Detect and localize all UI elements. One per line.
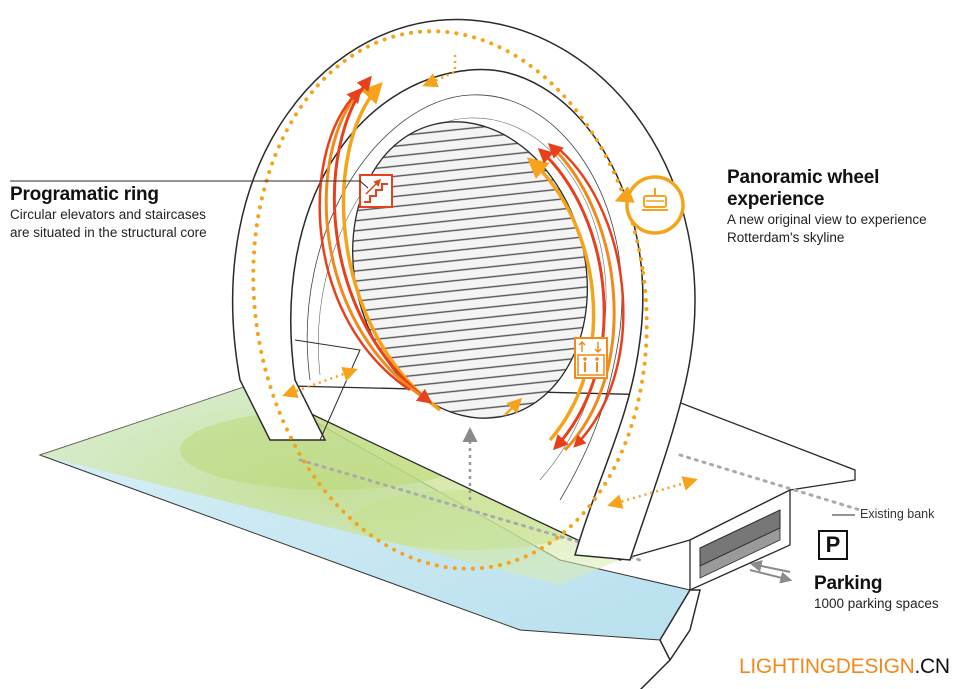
quay-platform <box>249 384 856 689</box>
ascending-arrows-right <box>526 142 625 452</box>
existing-bank-label: Existing bank <box>860 507 935 521</box>
parking-title: Parking <box>814 573 883 594</box>
programatic-ring-desc-1: Circular elevators and staircases <box>10 207 206 222</box>
grey-arrows <box>462 427 793 584</box>
ascending-arrows-left <box>318 75 442 412</box>
watermark: LIGHTINGDESIGN.CN <box>739 655 950 679</box>
watermark-part-1: LIGHTINGDESIGN <box>739 655 915 678</box>
programatic-ring-desc-2: are situated in the structural core <box>10 225 207 240</box>
parking-icon: P <box>818 530 848 560</box>
elevator-icon <box>574 337 608 379</box>
panoramic-wheel-title-2: experience <box>727 189 825 210</box>
parking-label: Parking 1000 parking spaces <box>814 573 939 613</box>
programatic-ring-title: Programatic ring <box>10 184 159 205</box>
programatic-ring-label: Programatic ring Circular elevators and … <box>10 184 207 242</box>
panoramic-wheel-title-1: Panoramic wheel <box>727 167 880 188</box>
movement-arrows <box>282 55 698 509</box>
panoramic-wheel-desc-2: Rotterdam's skyline <box>727 230 845 245</box>
dotted-circulation-path <box>251 29 649 571</box>
panoramic-wheel-desc-1: A new original view to experience <box>727 212 927 227</box>
leader-line <box>10 180 855 516</box>
parking-desc: 1000 parking spaces <box>814 596 939 611</box>
watermark-part-2: .CN <box>914 655 951 678</box>
staircase-icon <box>359 174 393 208</box>
cabin-icon <box>614 175 685 235</box>
panoramic-wheel-label: Panoramic wheel experience A new origina… <box>727 167 927 247</box>
